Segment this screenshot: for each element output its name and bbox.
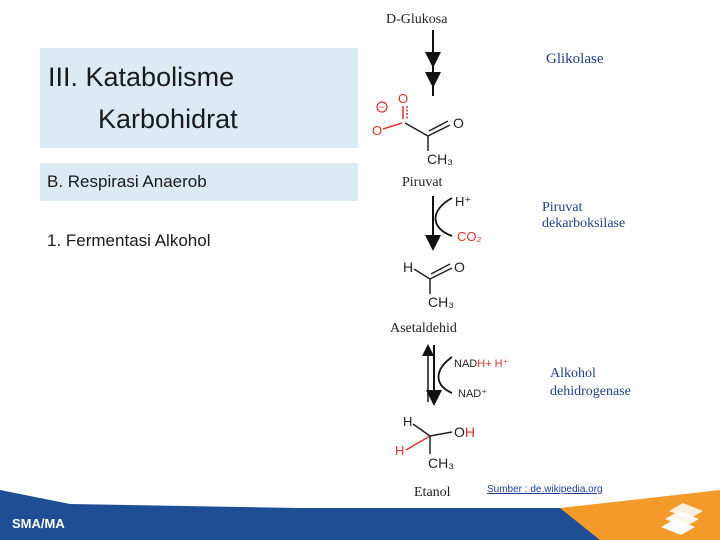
item-heading: 1. Fermentasi Alkohol [47,231,211,250]
label-piruvat-dekarboksilase-2: dekarboksilase [542,216,625,231]
label-glikolase: Glikolase [546,51,604,67]
acetaldehyde-o: O [454,259,465,275]
fermentation-pathway-diagram: D-Glukosa Glikolase − O O O CH₃ Piruvat … [372,12,631,500]
source-link[interactable]: Sumber : de.wikipedia.org [487,484,603,495]
pyruvate-ch3: CH₃ [427,151,453,167]
acetaldehyde-bond-1 [413,268,431,280]
ethanol-bond-2 [405,435,431,451]
acetaldehyde-bond-2 [429,267,453,280]
publisher-logo-icon [661,503,703,535]
curve-reduction [437,356,453,394]
label-asetaldehid: Asetaldehid [390,321,457,336]
curve-decarboxylation [434,197,453,237]
title-line-1: III. Katabolisme [48,62,235,92]
pyruvate-bond-6 [428,120,449,132]
pyruvate-bond-3 [382,122,403,130]
label-co2: CO₂ [457,229,482,244]
pyruvate-o-left: O [372,123,382,138]
subtitle-box: B. Respirasi Anaerob [40,163,358,201]
pyruvate-bond-5 [427,124,451,137]
pyruvate-o-top: O [398,91,408,106]
label-nad-plus: NAD⁺ [458,388,487,400]
title-box: III. Katabolisme Karbohidrat [40,48,358,148]
label-d-glukosa: D-Glukosa [386,12,448,27]
title-line-2: Karbohidrat [98,104,238,134]
subtitle: B. Respirasi Anaerob [47,172,207,191]
ethanol-h-left: H [395,443,404,458]
footer-band [0,490,720,540]
label-piruvat: Piruvat [402,175,443,190]
label-nadh: NADH+ H⁺ [454,358,509,370]
charge-minus-circle [376,101,388,113]
acetaldehyde-ch3: CH₃ [428,294,454,310]
charge-minus-sign: − [379,102,384,112]
label-alkohol-dehidrogenase-2: dehidrogenase [550,384,631,399]
ethanol-oh: OH [454,424,475,440]
label-alkohol-dehidrogenase-1: Alkohol [550,366,596,381]
label-h-plus: H⁺ [455,194,471,209]
pyruvate-o-right: O [453,115,464,131]
ethanol-ch3: CH₃ [428,455,454,471]
pyruvate-bond-4 [404,122,429,137]
acetaldehyde-bond-3 [430,263,451,275]
ethanol-bond-1 [412,423,431,437]
label-piruvat-dekarboksilase-1: Piruvat [542,200,583,215]
ethanol-h-top: H [403,414,412,429]
label-etanol: Etanol [414,485,451,500]
acetaldehyde-h: H [403,259,413,275]
ethanol-bond-3 [429,431,453,437]
footer-label: SMA/MA [12,516,65,531]
